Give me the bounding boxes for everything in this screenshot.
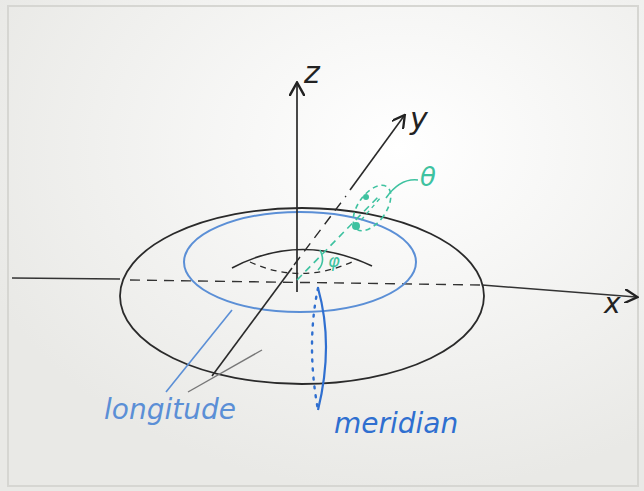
z-axis bbox=[296, 84, 298, 292]
axis-label: y bbox=[410, 104, 428, 134]
y-axis bbox=[212, 268, 292, 376]
y-axis bbox=[350, 116, 404, 190]
x-axis-hidden bbox=[130, 280, 480, 285]
angle-label: φ bbox=[328, 252, 340, 270]
x-axis bbox=[12, 278, 120, 279]
point bbox=[363, 194, 369, 200]
board-frame bbox=[8, 6, 638, 486]
curve-label: longitude bbox=[104, 396, 236, 424]
phi-arc bbox=[318, 250, 323, 270]
axis-label: z bbox=[304, 58, 320, 88]
tube-circle bbox=[346, 179, 399, 238]
torus-outline bbox=[120, 208, 484, 384]
angle-label: θ bbox=[420, 164, 436, 190]
longitude-circle bbox=[184, 212, 416, 312]
axis-label: x bbox=[604, 290, 621, 318]
meridian-circle bbox=[318, 288, 326, 410]
curve-label: meridian bbox=[334, 410, 458, 438]
torus-hole bbox=[232, 249, 372, 268]
meridian-hidden bbox=[312, 288, 318, 410]
leader-line bbox=[188, 350, 262, 392]
longitude-leader bbox=[166, 310, 232, 392]
point bbox=[352, 222, 360, 230]
radius-line bbox=[297, 195, 380, 280]
theta-leader bbox=[386, 180, 418, 198]
tube-radius bbox=[356, 196, 382, 226]
